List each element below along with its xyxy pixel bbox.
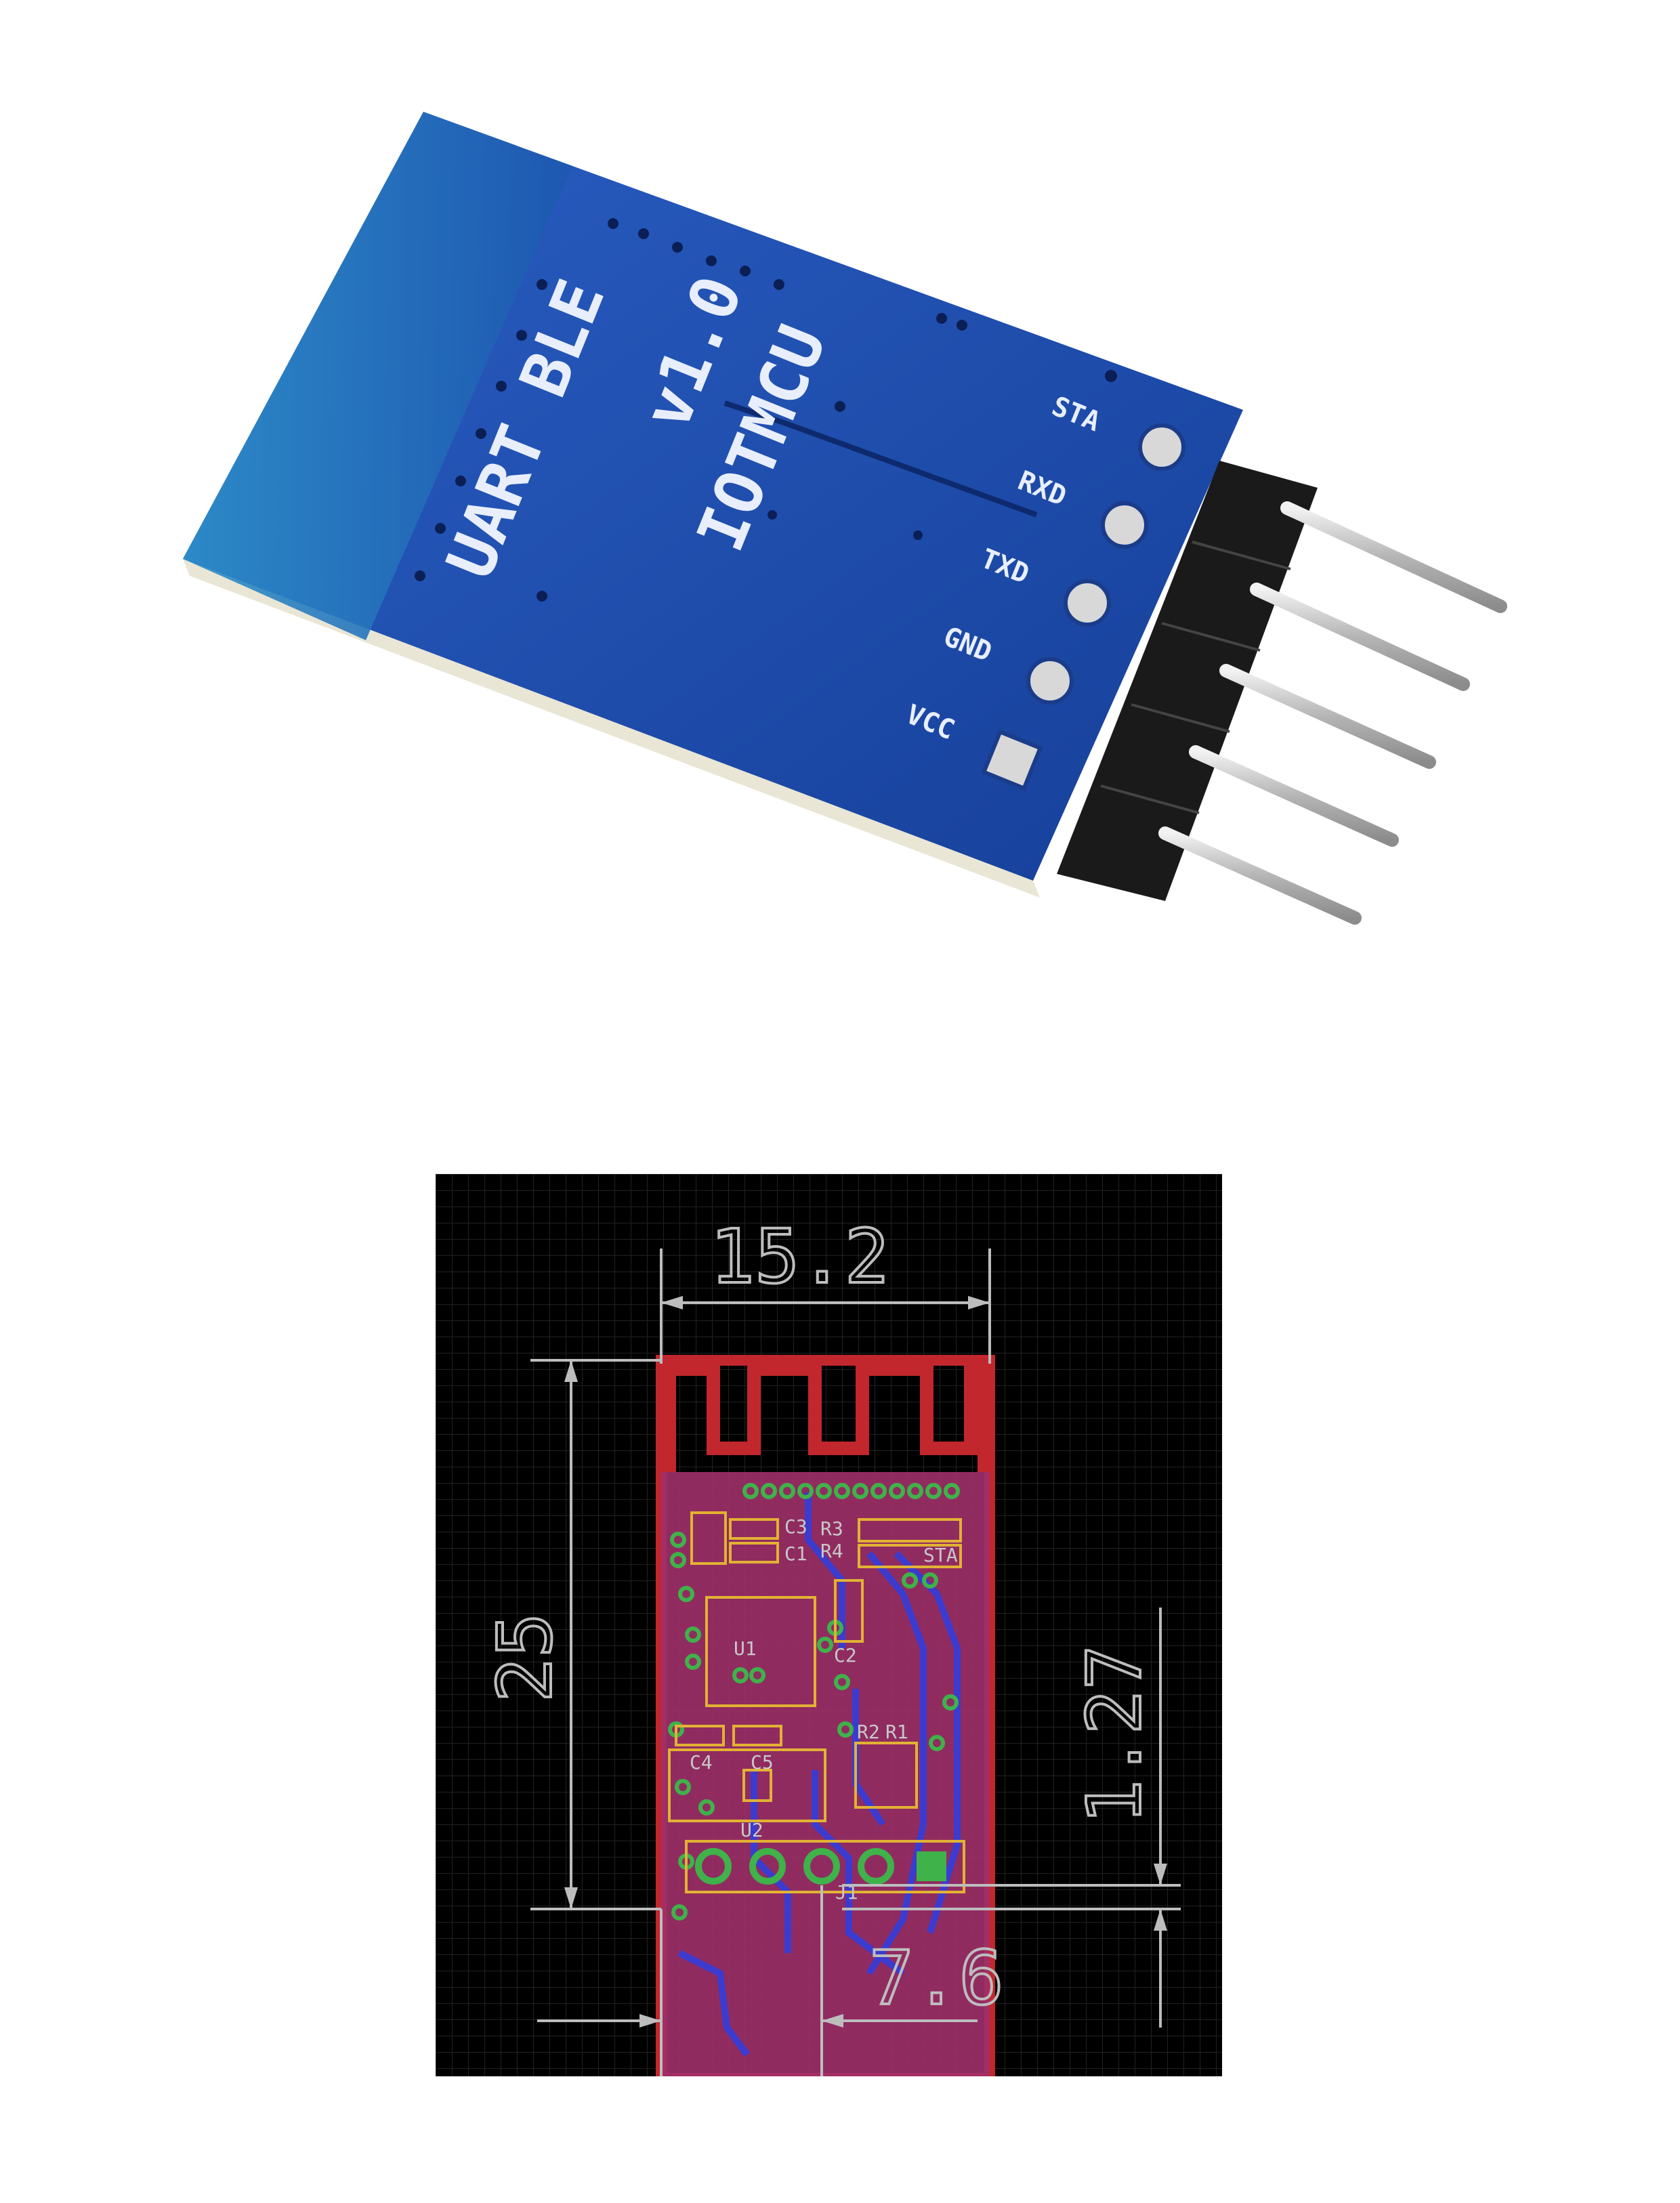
refdes-c4: C4 [690, 1751, 713, 1774]
dim-width: 15.2 [710, 1213, 889, 1300]
outline-r2r1 [854, 1742, 918, 1809]
pcb-layout-drawing: C3 C1 R3 R4 STA C2 U1 R2 R1 C4 C5 U2 J1 [436, 1174, 1222, 2084]
outline-j1 [685, 1840, 965, 1893]
via-dots [415, 218, 1117, 602]
pcb-edge [183, 559, 1040, 898]
refdes-r2: R2 [857, 1721, 880, 1743]
refdes-r3: R3 [820, 1517, 843, 1540]
refdes-labels: C3 C1 R3 R4 STA C2 U1 R2 R1 C4 C5 U2 J1 [690, 1515, 958, 1904]
pad-sta [1138, 423, 1185, 471]
refdes-c2: C2 [834, 1644, 857, 1666]
module-photo: UART BLE v1.0 IOTMCU STA RXD TXD GND VCC [0, 0, 1680, 1016]
refdes-sta: STA [923, 1544, 958, 1566]
pad-vcc [981, 729, 1043, 791]
solder-pads [981, 423, 1185, 791]
pcb-trace [723, 400, 1038, 518]
refdes-c3: C3 [784, 1515, 807, 1538]
refdes-u2: U2 [740, 1819, 763, 1841]
dimension-labels: 15.2 25 1.27 7.6 [480, 1212, 1159, 2023]
refdes-u1: U1 [734, 1637, 757, 1660]
refdes-c1: C1 [784, 1543, 807, 1565]
header-segments [1100, 541, 1291, 814]
pad-txd [1064, 579, 1111, 627]
dimension-lines [530, 1249, 1181, 2076]
outline-c4 [675, 1725, 725, 1746]
antenna-trace [663, 1362, 991, 1472]
refdes-r4: R4 [820, 1540, 843, 1562]
outline-r4 [858, 1544, 962, 1568]
outline-u2 [668, 1748, 826, 1822]
outline-xtal [742, 1769, 772, 1802]
component-outlines [668, 1511, 965, 1893]
dim-pitch: 1.27 [1071, 1645, 1158, 1824]
refdes-r1: R1 [885, 1721, 908, 1743]
outline-c3 [690, 1511, 727, 1565]
antenna-zone [183, 112, 572, 640]
outline-c3b [729, 1518, 779, 1540]
j1-pads [695, 1848, 946, 1885]
outline-r3 [858, 1518, 962, 1543]
outline-c5 [732, 1725, 782, 1746]
outline-u1 [705, 1596, 816, 1707]
header-pins [1158, 501, 1507, 925]
outline-c2 [834, 1579, 864, 1643]
pad-rxd [1101, 501, 1148, 549]
outline-c1 [729, 1542, 779, 1564]
dim-height: 25 [482, 1613, 568, 1702]
dimension-arrows [564, 1296, 1167, 2028]
dim-offset: 7.6 [869, 1935, 1004, 2021]
pad-gnd [1026, 657, 1074, 705]
bottom-traces [677, 1492, 961, 2057]
refdes-c5: C5 [751, 1751, 774, 1774]
